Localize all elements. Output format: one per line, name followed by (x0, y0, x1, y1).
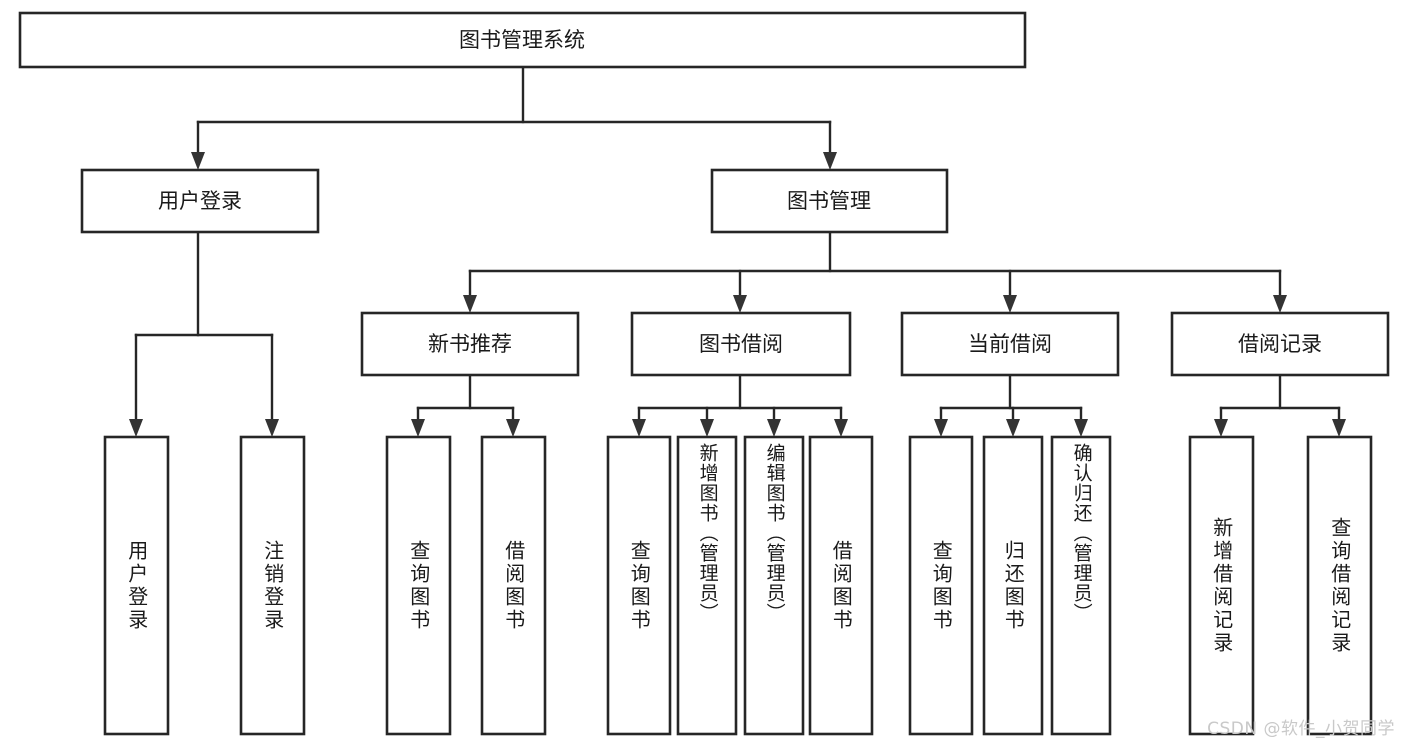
leaf-box-query-book-bw[interactable] (606, 435, 672, 736)
leaf-box-add-book[interactable] (676, 435, 738, 736)
node-book-borrow-label: 图书借阅 (699, 332, 783, 356)
connector-userlogin-to-leaves (129, 230, 279, 437)
watermark: CSDN @软件_小贺同学 (1207, 719, 1395, 739)
node-new-book-rec-label: 新书推荐 (428, 332, 512, 356)
node-book-manage-label: 图书管理 (787, 189, 871, 213)
leaf-box-borrow-book-rec[interactable] (480, 435, 547, 736)
connector-bookmanage-to-level2 (463, 230, 1287, 313)
connector-bookborrow-to-leaves (632, 373, 848, 437)
leaf-box-return-book[interactable] (982, 435, 1044, 736)
node-root-label: 图书管理系统 (459, 28, 585, 52)
leaf-box-logout[interactable] (239, 435, 306, 736)
connector-borrowrecord-to-leaves (1214, 373, 1346, 437)
leaf-box-query-book-rec[interactable] (385, 435, 452, 736)
node-user-login-label: 用户登录 (158, 189, 242, 213)
node-current-borrow[interactable]: 当前借阅 (900, 311, 1120, 377)
leaf-box-query-book-cb[interactable] (908, 435, 974, 736)
connector-currentborrow-to-leaves (934, 373, 1088, 437)
node-borrow-record[interactable]: 借阅记录 (1170, 311, 1390, 377)
leaf-boxes (103, 435, 1373, 736)
node-new-book-rec[interactable]: 新书推荐 (360, 311, 580, 377)
node-user-login[interactable]: 用户登录 (80, 168, 320, 234)
leaf-box-query-record[interactable] (1306, 435, 1373, 736)
node-book-borrow[interactable]: 图书借阅 (630, 311, 852, 377)
leaf-box-borrow-book-bw[interactable] (808, 435, 874, 736)
connector-newbook-to-leaves (411, 373, 520, 437)
leaf-box-confirm-return[interactable] (1050, 435, 1112, 736)
node-root[interactable]: 图书管理系统 (18, 11, 1027, 69)
leaf-box-user-login[interactable] (103, 435, 170, 736)
node-borrow-record-label: 借阅记录 (1238, 332, 1322, 356)
leaf-box-add-record[interactable] (1188, 435, 1255, 736)
node-current-borrow-label: 当前借阅 (968, 332, 1052, 356)
connector-root-to-level1 (191, 65, 837, 170)
leaf-box-edit-book[interactable] (743, 435, 805, 736)
node-book-manage[interactable]: 图书管理 (710, 168, 949, 234)
